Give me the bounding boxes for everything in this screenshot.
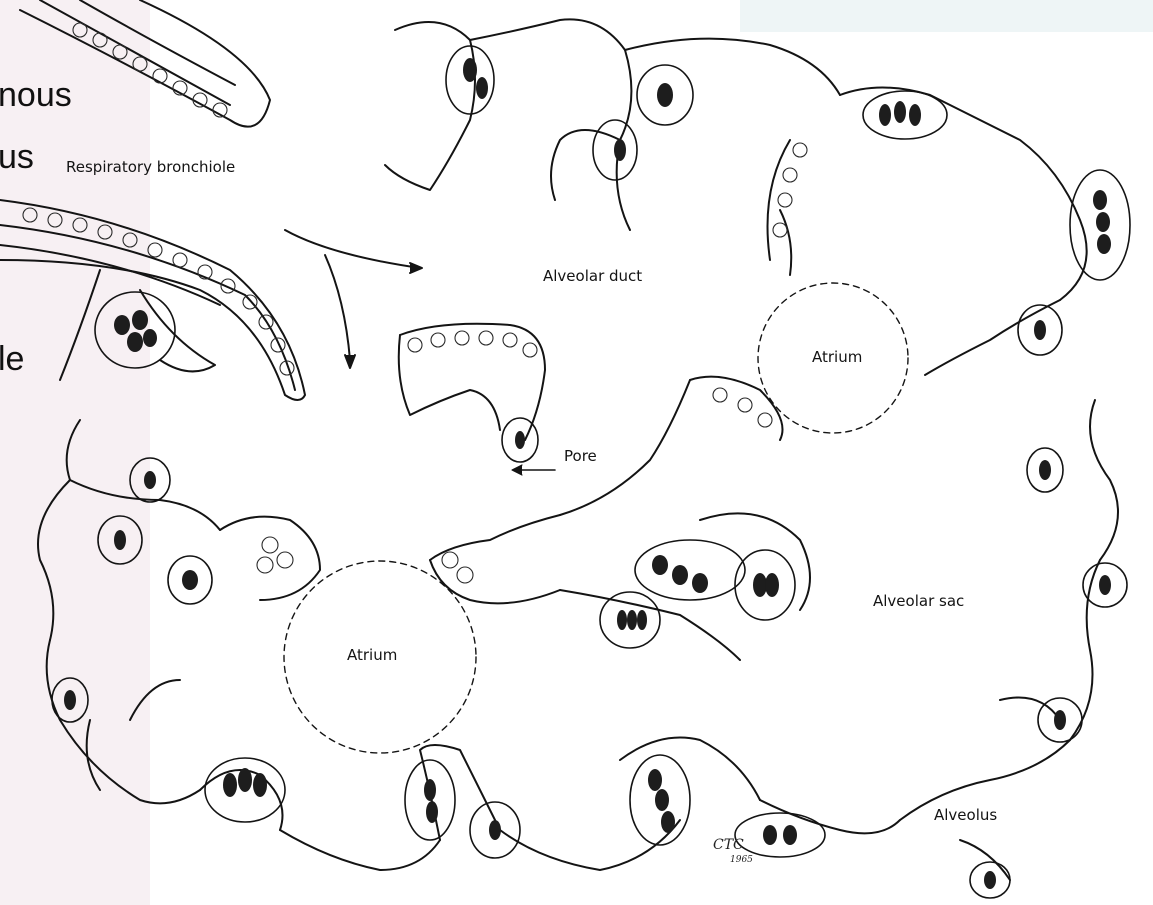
slide-text-line-2: us xyxy=(0,140,34,174)
artist-signature-initials: CTC xyxy=(713,838,744,852)
label-respiratory-bronchiole: Respiratory bronchiole xyxy=(66,160,235,175)
label-alveolar-sac: Alveolar sac xyxy=(873,594,964,609)
middle-septa xyxy=(399,324,810,660)
label-alveolar-duct: Alveolar duct xyxy=(543,269,642,284)
slide-text-line-3: le xyxy=(0,342,24,376)
left-lower-septa xyxy=(38,420,320,830)
branch-arrow xyxy=(285,230,422,368)
bronchiole-epithelium-middle xyxy=(0,200,305,400)
upper-septa xyxy=(385,19,1087,375)
label-atrium-upper: Atrium xyxy=(812,350,862,365)
label-alveolus: Alveolus xyxy=(934,808,997,823)
label-pore: Pore xyxy=(564,449,597,464)
slide-text-line-1: nous xyxy=(0,78,72,112)
label-atrium-lower: Atrium xyxy=(347,648,397,663)
artist-signature-year: 1965 xyxy=(730,856,753,865)
